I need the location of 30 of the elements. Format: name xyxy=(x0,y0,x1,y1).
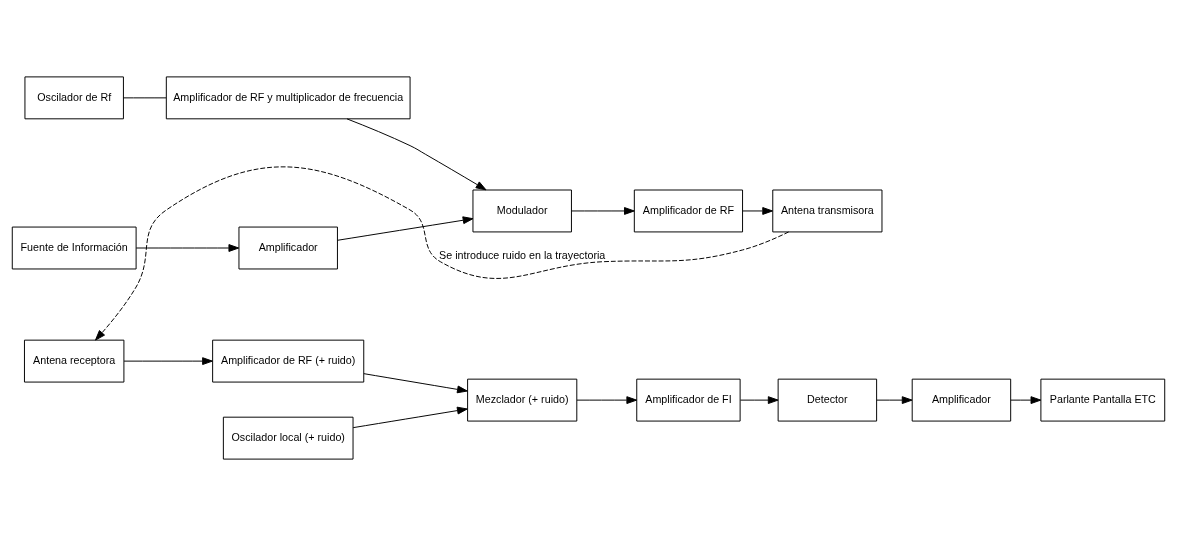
node-box: Amplificador de RF (+ ruido) xyxy=(212,339,365,383)
arrow xyxy=(352,406,468,429)
arrow xyxy=(135,244,240,252)
node-box: Amplificador xyxy=(911,378,1012,422)
arrow xyxy=(742,207,773,215)
node-box: Antena receptora xyxy=(23,339,125,383)
node-box: Fuente de Información xyxy=(11,226,137,270)
arrow xyxy=(337,216,474,241)
arrow xyxy=(346,118,487,191)
node-box: Detector xyxy=(777,378,878,422)
node-box: Oscilador de Rf xyxy=(24,76,124,120)
arrow xyxy=(1010,396,1042,404)
arrow xyxy=(363,373,468,394)
arrow xyxy=(576,396,638,404)
node-box: Amplificador de RF y multiplicador de frecuencia xyxy=(165,76,411,120)
node-box: Amplificador de RF xyxy=(633,189,744,233)
node-box: Parlante Pantalla ETC xyxy=(1040,378,1166,422)
arrow xyxy=(123,357,213,365)
arrow xyxy=(571,207,635,215)
arrow xyxy=(876,396,913,404)
node-box: Amplificador de FI xyxy=(636,378,741,422)
node-box: Oscilador local (+ ruido) xyxy=(222,416,354,460)
node-box: Antena transmisora xyxy=(772,189,883,233)
node-box: Mezclador (+ ruido) xyxy=(467,378,578,422)
arrow xyxy=(739,396,779,404)
arrow xyxy=(95,166,790,341)
node-box: Modulador xyxy=(472,189,572,233)
connector xyxy=(123,97,167,99)
edge-label: Se introduce ruido en la trayectoria xyxy=(439,248,606,261)
node-box: Amplificador xyxy=(238,226,338,270)
